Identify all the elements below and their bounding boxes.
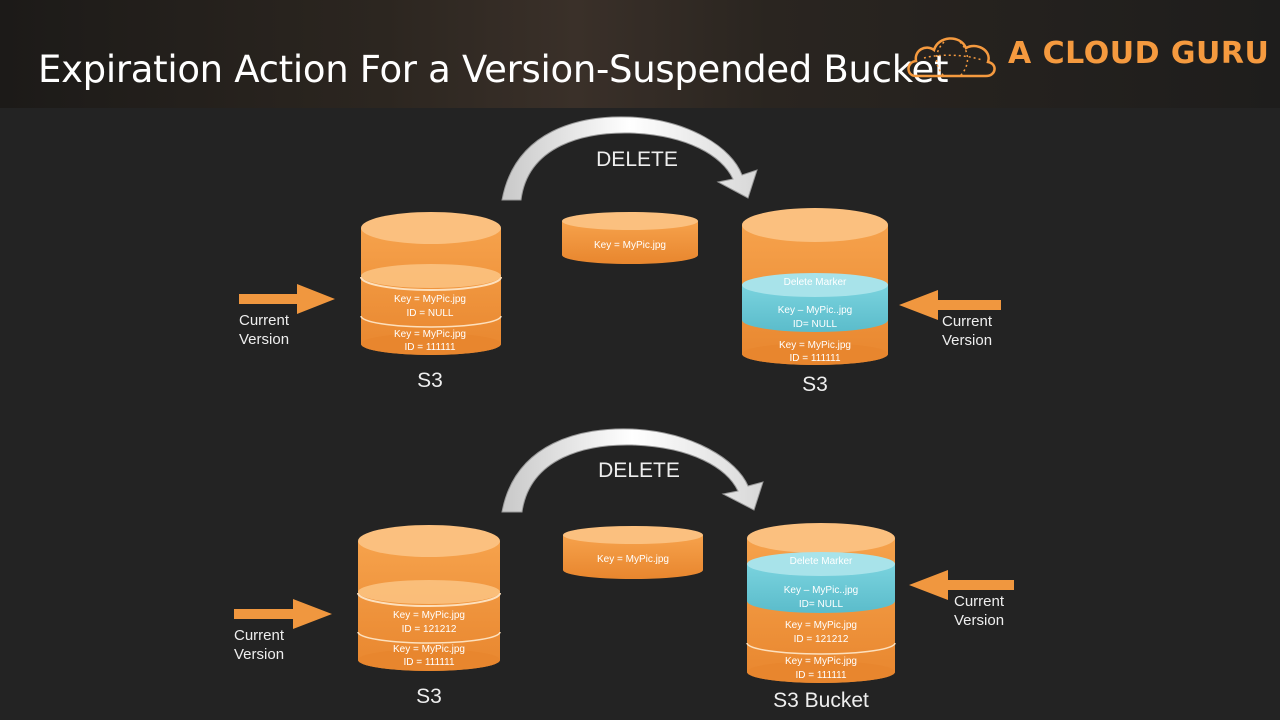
delete-marker-label: Delete Marker: [790, 556, 853, 567]
delete-marker-label: Delete Marker: [784, 277, 847, 288]
delete-curve-arrow: [501, 428, 764, 513]
delete-label: DELETE: [598, 459, 680, 482]
object-version: Key = MyPic.jpg ID = 111111: [785, 656, 857, 681]
object-version: Key – MyPic..jpg ID= NULL: [784, 585, 858, 610]
current-version-arrow: [909, 570, 1014, 600]
object-id: ID = NULL: [407, 308, 454, 319]
object-key: Key = MyPic.jpg: [394, 329, 466, 340]
current-version-label: Current Version: [954, 593, 1008, 629]
cloud-logo-icon: [907, 37, 996, 78]
s3-bucket-left: [360, 212, 502, 355]
object-key: Key = MyPic.jpg: [785, 656, 857, 667]
brand-name: A CLOUD GURU: [1008, 36, 1270, 71]
current-version-label: Current Version: [942, 313, 996, 349]
delete-label: DELETE: [596, 148, 678, 171]
bucket-label: S3: [416, 685, 442, 708]
object-key: Key = MyPic.jpg: [785, 620, 857, 631]
s3-bucket-left: [357, 525, 501, 671]
object-id: ID = 111111: [404, 342, 455, 353]
object-version: Key = MyPic.jpg ID = 111111: [394, 329, 466, 353]
object-version: Key = MyPic.jpg ID = 111111: [779, 340, 851, 364]
current-version-label: Current Version: [239, 312, 293, 348]
object-key: Key – MyPic..jpg: [784, 585, 858, 596]
bucket-label: S3: [802, 373, 828, 396]
current-version-label: Current Version: [234, 627, 288, 663]
object-id: ID = 111111: [403, 657, 454, 668]
object-id: ID= NULL: [793, 319, 838, 330]
object-version: Key = MyPic.jpg ID = 111111: [393, 644, 465, 668]
object-key: Key = MyPic.jpg: [594, 240, 666, 251]
object-key: Key = MyPic.jpg: [394, 294, 466, 305]
moving-object: Key = MyPic.jpg: [563, 526, 703, 579]
moving-object: Key = MyPic.jpg: [562, 212, 698, 264]
delete-curve-arrow: [501, 116, 758, 201]
object-id: ID= NULL: [799, 599, 844, 610]
object-id: ID = 111111: [795, 670, 846, 681]
s3-bucket-right: [742, 208, 888, 365]
object-version: Key = MyPic.jpg ID = NULL: [394, 294, 466, 319]
current-version-label-line2: Version: [239, 331, 289, 348]
object-id: ID = 121212: [794, 634, 849, 645]
object-key: Key – MyPic..jpg: [778, 305, 852, 316]
header-bar: Expiration Action For a Version-Suspende…: [0, 0, 1280, 108]
slide-title: Expiration Action For a Version-Suspende…: [38, 48, 949, 91]
object-key: Key = MyPic.jpg: [393, 644, 465, 655]
object-version: Key = MyPic.jpg ID = 121212: [393, 610, 465, 635]
current-version-label-line2: Version: [954, 612, 1004, 629]
object-key: Key = MyPic.jpg: [779, 340, 851, 351]
current-version-arrow: [239, 284, 335, 314]
bucket-label: S3: [417, 369, 443, 392]
object-id: ID = 121212: [402, 624, 457, 635]
bucket-label: S3 Bucket: [773, 689, 869, 712]
current-version-arrow: [234, 599, 332, 629]
object-version: Key = MyPic.jpg ID = 121212: [785, 620, 857, 645]
object-key: Key = MyPic.jpg: [393, 610, 465, 621]
s3-bucket-right: [746, 523, 896, 683]
scenario-1: DELETE Key = MyPic.jpg ID = NULL Key = M…: [239, 116, 1001, 396]
object-key: Key = MyPic.jpg: [597, 554, 669, 565]
current-version-label-line2: Version: [942, 332, 992, 349]
scenario-2: DELETE Key = MyPic.jpg ID = 121212 Key =…: [234, 428, 1014, 712]
object-version: Key – MyPic..jpg ID= NULL: [778, 305, 852, 330]
current-version-arrow: [899, 290, 1001, 320]
object-id: ID = 111111: [789, 353, 840, 364]
current-version-label-line2: Version: [234, 646, 284, 663]
